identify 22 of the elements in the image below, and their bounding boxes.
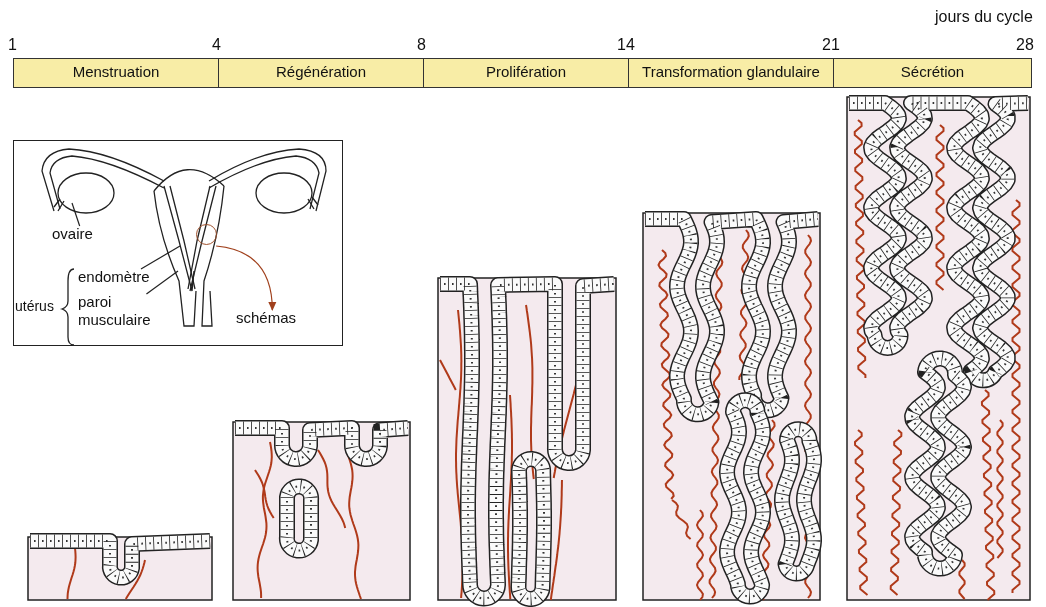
part-label: utérus (15, 298, 54, 314)
part-label: ovaire (52, 225, 112, 245)
part-label: endomètre (78, 268, 168, 288)
phase-band: Menstruation (13, 58, 219, 88)
arrow (215, 245, 276, 311)
day-number: 21 (822, 36, 840, 54)
phase-band: Sécrétion (833, 58, 1032, 88)
axis-title: jours du cycle (935, 8, 1033, 26)
leader-line (145, 270, 179, 295)
leader-line (140, 245, 181, 270)
phase-band: Prolifération (423, 58, 629, 88)
day-number: 14 (617, 36, 635, 54)
part-label: paroi musculaire (78, 293, 158, 333)
day-number: 4 (212, 36, 221, 54)
day-number: 8 (417, 36, 426, 54)
inset-panel (13, 140, 343, 346)
phase-band: Régénération (218, 58, 424, 88)
phase-band: Transformation glandulaire (628, 58, 834, 88)
day-number: 1 (8, 36, 17, 54)
leader-line (71, 202, 81, 227)
part-label: schémas (236, 309, 316, 329)
day-number: 28 (1016, 36, 1034, 54)
